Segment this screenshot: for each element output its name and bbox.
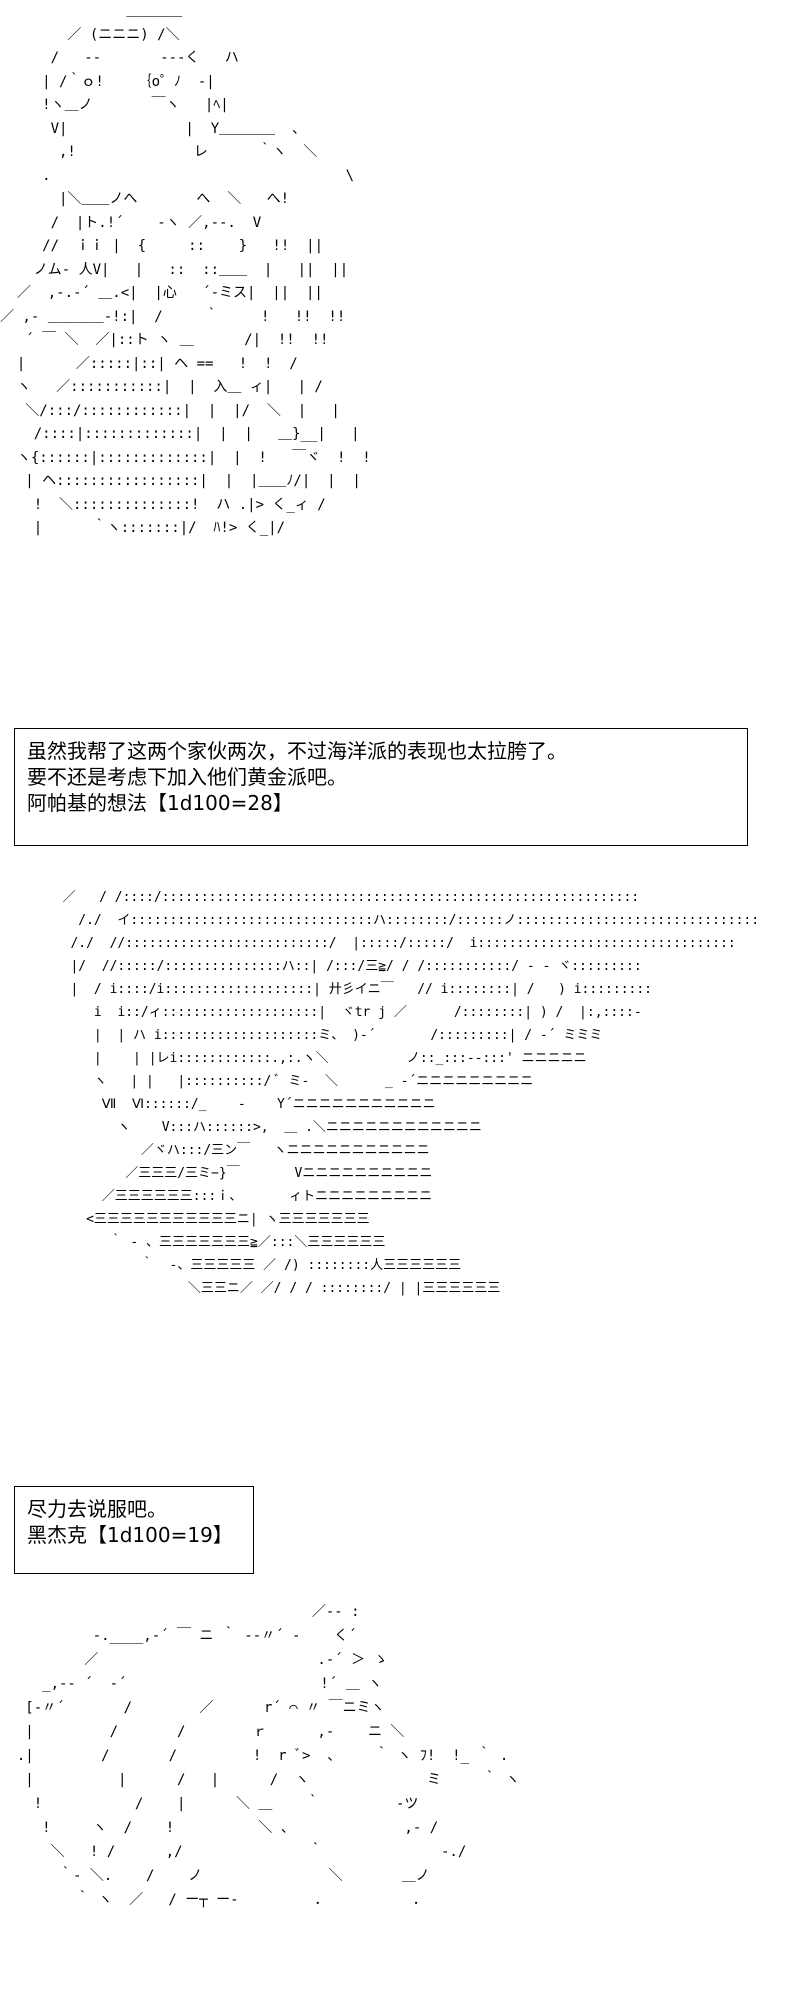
ascii-art-character-closeup: ／ / /::::/::::::::::::::::::::::::::::::… [62, 890, 760, 1296]
dialogue-line: 虽然我帮了这两个家伙两次，不过海洋派的表现也太拉胯了。 [27, 739, 567, 763]
dice-roll-line: 黑杰克【1d100=19】 [27, 1523, 233, 1547]
dialogue-line: 尽力去说服吧。 [27, 1497, 167, 1521]
ascii-art-character-portrait: ＿＿＿＿ ／ (ニニニ) /＼ / ‐- -‐-く ハ | /｀ｏ! ｛o゜ﾉ … [0, 3, 371, 536]
dialogue-line: 要不还是考虑下加入他们黄金派吧。 [27, 765, 347, 789]
ascii-art-character-sketch: ／-- : -.____,-´ ￣ ニ ｀ --〃´ ‐ く´ ／ .-´ ＞ … [16, 1604, 520, 1908]
dialogue-box-abbacchio: 虽然我帮了这两个家伙两次，不过海洋派的表现也太拉胯了。 要不还是考虑下加入他们黄… [14, 728, 748, 846]
dialogue-box-black-jack: 尽力去说服吧。 黑杰克【1d100=19】 [14, 1486, 254, 1574]
dice-roll-line: 阿帕基的想法【1d100=28】 [27, 791, 293, 815]
